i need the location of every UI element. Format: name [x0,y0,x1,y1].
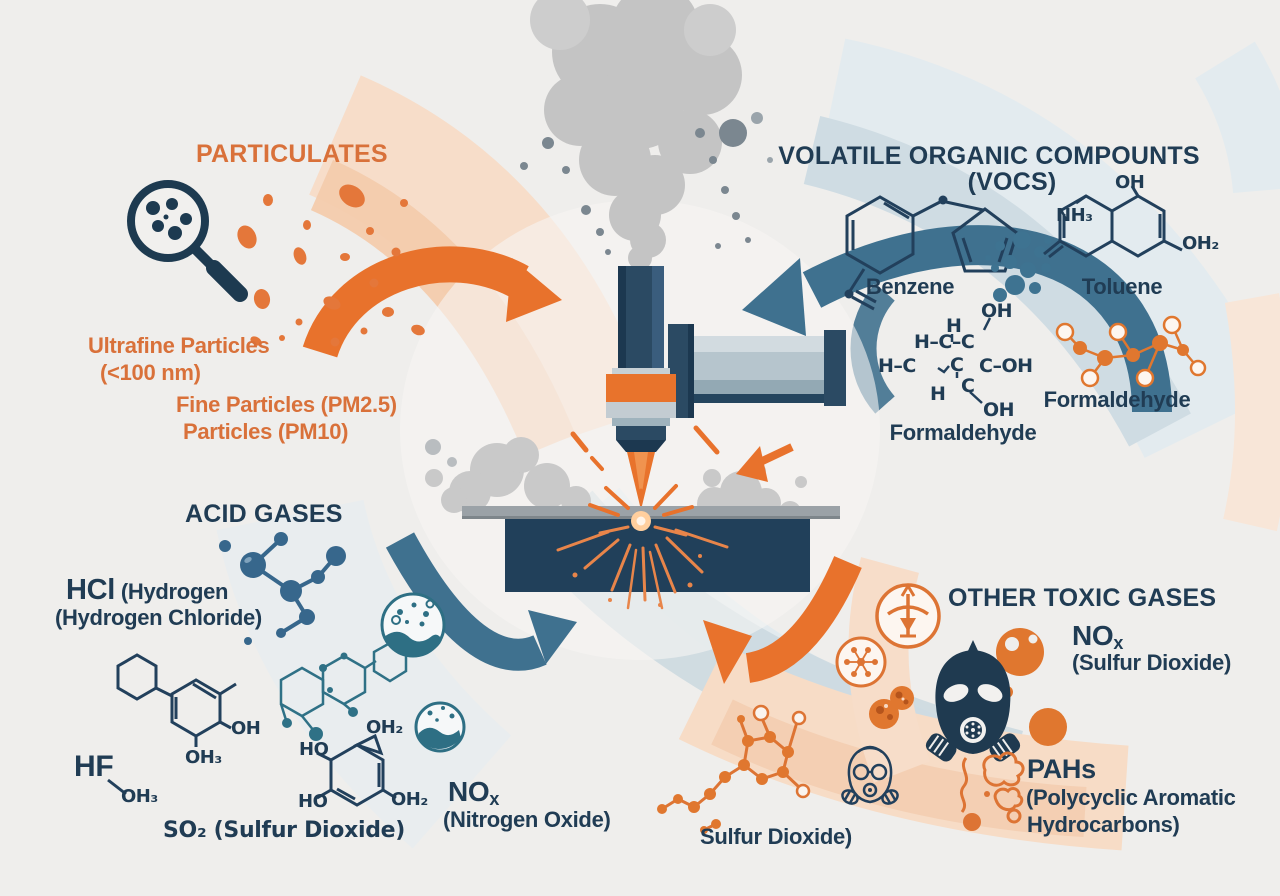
pahs-line2: (Polycyclic Aromatic [1026,785,1236,810]
catechol-structure [316,733,397,807]
formaldehyde-c-bottom: C [961,375,975,397]
formaldehyde-label-left: Formaldehyde [889,420,1037,445]
orange-particles [237,184,425,347]
catechol-oh2-top-label: OH₂ [366,717,403,738]
formaldehyde-hc: H–C [878,355,916,377]
biphenyl-structure [116,653,237,747]
so2-label: SO₂ (Sulfur Dioxide) [163,818,406,843]
pointer-arrow-icon [736,443,794,482]
toluene-oh-label: OH [1115,172,1145,193]
acid-molecule-ball-stick [219,532,346,645]
formaldehyde-structure-bonds [937,317,992,404]
toluene-nh3-label: NH₃ [1056,205,1093,226]
hcl-line2: (Hydrogen Chloride) [55,605,262,630]
particulates-ultrafine: Ultrafine Particles [88,333,270,358]
formaldehyde-oh-bottom: OH [983,399,1015,421]
twin-toxic-circles-icon [869,686,914,729]
magnifier-particles-icon [127,180,248,302]
gas-mask-icon [925,640,1021,762]
formaldehyde-c-mid: C [950,354,964,376]
toxic-symbol-circle-icon [875,583,941,649]
benzene-label: Benzene [865,274,955,299]
workpiece [462,506,840,592]
gas-mask-outline-icon [841,745,899,805]
pahs-line3: Hydrocarbons) [1027,812,1180,837]
dust-particles-circle-icon [380,592,446,658]
particulates-size: (<100 nm) [100,360,201,385]
dust-waves-circle-icon [414,701,466,753]
sparks [556,425,729,610]
particulates-title: PARTICULATES [196,140,388,168]
formaldehyde-h-top: H [946,315,962,337]
vocs-title-line2: (VOCS) [967,168,1057,196]
acid-nox-line2: (Nitrogen Oxide) [443,807,611,832]
formaldehyde-hcc: H–C–C [914,331,975,353]
laser-cutting-head-icon [606,266,846,510]
arrow-orange-bottom-right-icon [703,556,862,684]
catechol-ho-bottom-label: HO [298,791,328,812]
molecule-circle-icon [835,636,887,688]
smoke-plume [530,0,742,278]
pahs-label: PAHs [1027,754,1096,784]
particulates-fine: Fine Particles (PM2.5) [176,392,397,417]
hcl-label: HCl (Hydrogen [66,574,229,606]
benzene-structure [844,195,1019,311]
smoke-dots [520,112,773,255]
arrow-orange-top-left-icon [302,246,562,359]
particulates-pm10: Particles (PM10) [183,419,349,444]
hf-label: HF [74,750,114,783]
biphenyl-oh3-label: OH₃ [185,747,222,768]
formaldehyde-ball-stick [1055,315,1207,388]
toluene-label: Toluene [1081,274,1163,299]
formaldehyde-oh-top: OH [981,300,1013,322]
sulfur-dioxide-ball-stick [657,704,811,834]
gas-bubbles-icon [995,628,1067,746]
blue-dot-cluster [985,231,1052,302]
other-nox-line2: (Sulfur Dioxide) [1072,650,1231,675]
hf-oh3-label: OH₃ [121,786,158,807]
arrow-blue-bottom-left-icon [385,532,577,671]
acid-gases-title: ACID GASES [185,500,343,528]
hf-bond [107,778,127,796]
sulfur-dioxide-label: Sulfur Dioxide) [700,824,852,849]
catechol-oh2-bottom-label: OH₂ [391,789,428,810]
formaldehyde-h-bottom: H [930,383,946,405]
formaldehyde-c-oh: C–OH [979,355,1033,377]
acid-nox-label: NOx [448,776,500,809]
other-toxic-title: OTHER TOXIC GASES [948,584,1217,612]
toluene-structure [1043,185,1183,259]
biphenyl-oh-label: OH [231,718,261,739]
formaldehyde-label-right: Formaldehyde [1043,387,1191,412]
smoke-puff-icon [959,751,1025,831]
other-nox-label: NOx [1072,620,1124,653]
catechol-ho-top-label: HO [299,739,329,760]
toluene-oh2-label: OH₂ [1182,233,1219,254]
vocs-title-line1: VOLATILE ORGANIC COMPOUNTS [778,142,1200,170]
